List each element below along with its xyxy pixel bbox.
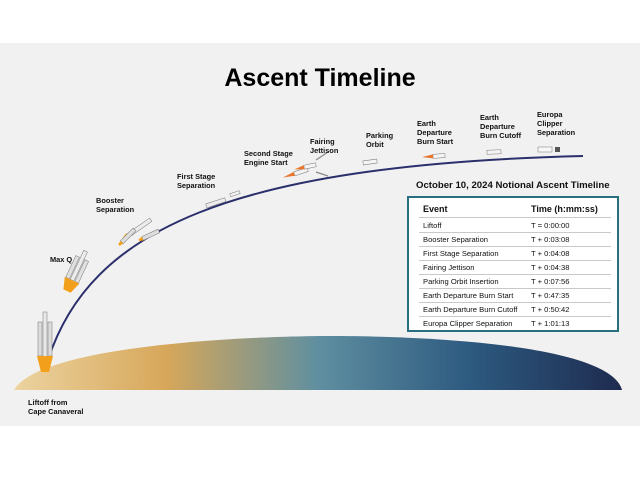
row-event: Booster Separation [423,235,489,244]
header-event: Event [423,204,448,214]
timeline-table: Event Time (h:mm:ss) Liftoff T = 0:00:00… [407,196,619,332]
row-event: First Stage Separation [423,249,499,258]
rocket-departure-burn-cutoff-icon [486,149,502,155]
earth-horizon [14,336,622,390]
rocket-booster-separation-icon [118,217,161,246]
row-time: T + 0:07:56 [531,277,570,286]
trajectory-curve [47,155,584,361]
label-max-q: Max Q [50,255,73,264]
row-time: T = 0:00:00 [531,221,570,230]
label-departure-burn-start: Earth Departure Burn Start [417,119,454,146]
row-event: Earth Departure Burn Cutoff [423,305,518,314]
row-time: T + 0:47:35 [531,291,570,300]
rocket-max-q-icon [63,250,89,293]
rocket-fairing-jettison-icon [294,151,329,177]
label-liftoff: Liftoff from Cape Canaveral [28,398,84,416]
rocket-first-stage-separation-icon [205,190,241,209]
spacecraft-clipper-separation-icon [537,146,560,153]
label-parking-orbit: Parking Orbit [366,131,394,149]
table-divider [419,232,611,233]
page-title: Ascent Timeline [224,64,416,92]
row-time: T + 0:50:42 [531,305,570,314]
row-event: Parking Orbit Insertion [423,277,499,286]
table-divider [419,274,611,275]
row-time: T + 0:04:38 [531,263,570,272]
rocket-departure-burn-start-icon [422,153,446,159]
label-clipper-separation: Europa Clipper Separation [537,110,576,137]
row-event: Fairing Jettison [423,263,475,272]
row-event: Europa Clipper Separation [423,319,513,328]
label-fairing-jettison: Fairing Jettison [310,137,339,155]
timeline-table-title: October 10, 2024 Notional Ascent Timelin… [416,180,610,191]
table-divider [419,246,611,247]
table-divider [419,316,611,317]
table-divider [419,260,611,261]
label-second-stage-start: Second Stage Engine Start [244,149,293,167]
label-first-stage-separation: First Stage Separation [177,172,216,190]
label-departure-burn-cutoff: Earth Departure Burn Cutoff [480,113,522,140]
row-time: T + 0:03:08 [531,235,570,244]
table-divider [419,302,611,303]
rocket-parking-orbit-icon [362,158,378,166]
row-event: Earth Departure Burn Start [423,291,514,300]
rocket-liftoff-icon [37,311,53,372]
label-booster-separation: Booster Separation [96,196,135,214]
header-time: Time (h:mm:ss) [531,204,598,214]
row-time: T + 0:04:08 [531,249,570,258]
table-divider [419,288,611,289]
row-time: T + 1:01:13 [531,319,570,328]
row-event: Liftoff [423,221,442,230]
table-divider [419,217,611,218]
rocket-second-stage-start-icon [282,167,309,178]
